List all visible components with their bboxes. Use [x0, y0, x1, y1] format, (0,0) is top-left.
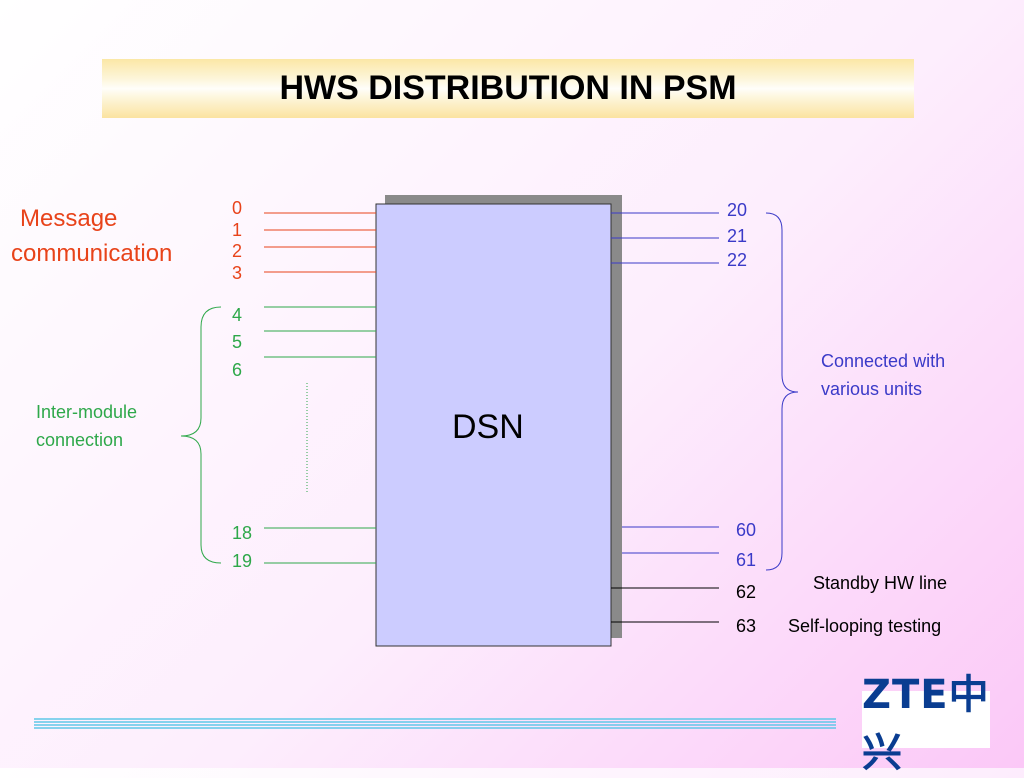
unit-lines: [611, 212, 719, 554]
port-20: 20: [727, 200, 748, 220]
zte-logo: ZTE中兴: [862, 672, 990, 776]
port-21: 21: [727, 226, 748, 246]
units-brace: [765, 212, 799, 571]
port-5: 5: [232, 332, 243, 352]
port-60: 60: [736, 520, 757, 540]
port-18: 18: [232, 523, 253, 543]
message-lines: [264, 212, 376, 273]
port-63: 63: [736, 616, 757, 636]
standby-lines: [611, 587, 719, 623]
port-22: 22: [727, 250, 748, 270]
inter-module-label-line1: Inter-module: [36, 402, 138, 422]
dsn-block: [375, 203, 612, 647]
port-0: 0: [232, 198, 243, 218]
self-loop-label: Self-looping testing: [788, 616, 942, 636]
title-bar: HWS DISTRIBUTION IN PSM: [102, 59, 914, 118]
port-1: 1: [232, 220, 243, 240]
port-6: 6: [232, 360, 243, 380]
port-3: 3: [232, 263, 243, 283]
port-19: 19: [232, 551, 253, 571]
standby-label: Standby HW line: [813, 573, 948, 593]
dsn-label: DSN: [452, 408, 524, 446]
inter-module-brace: [180, 306, 222, 564]
port-2: 2: [232, 241, 243, 261]
page-title: HWS DISTRIBUTION IN PSM: [279, 69, 737, 107]
port-62: 62: [736, 582, 757, 602]
inter-module-lines: [264, 306, 376, 564]
units-label-line2: various units: [821, 379, 923, 399]
logo-text: ZTE中兴: [862, 671, 990, 776]
message-label-line2: communication: [11, 240, 173, 267]
message-label-line1: Message: [20, 205, 118, 232]
units-label-line1: Connected with: [821, 351, 946, 371]
inter-module-label-line2: connection: [36, 430, 124, 450]
port-4: 4: [232, 305, 243, 325]
port-61: 61: [736, 550, 757, 570]
